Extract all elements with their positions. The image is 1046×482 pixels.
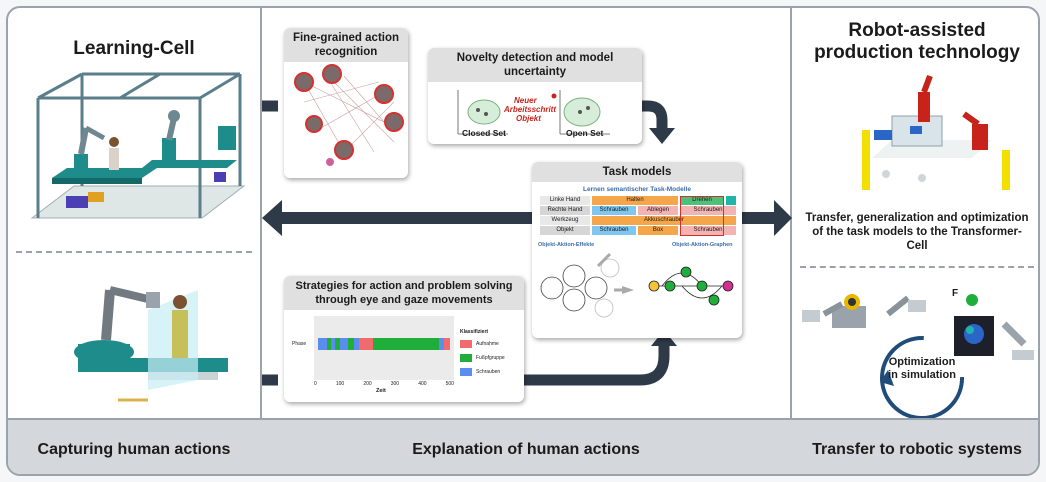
- task-table: Linke Hand Rechte Hand Werkzeug Objekt H…: [540, 196, 736, 236]
- row-label-tool: Werkzeug: [540, 216, 590, 225]
- loop-label: Optimization in simulation: [888, 356, 956, 381]
- footer-explanation: Explanation of human actions: [412, 441, 640, 458]
- novelty-new-label-2: Arbeitsschritt: [504, 105, 557, 114]
- gaze-x-ticks: 0 100 200 300 400 500: [314, 381, 454, 387]
- row-label-object: Objekt: [540, 226, 590, 235]
- action-graph-icon: [294, 64, 404, 166]
- cell-box: Box: [638, 226, 678, 235]
- cell-drehen: Drehen: [680, 196, 724, 205]
- cell-schrauben-1: Schrauben: [592, 206, 636, 215]
- gaze-bar: [318, 338, 450, 350]
- seg-9: [373, 338, 439, 350]
- cell-schrauben-3: Schrauben: [592, 226, 636, 235]
- cell-ablegen: Ablegen: [638, 206, 678, 215]
- open-set-label: Open Set: [566, 128, 604, 138]
- cell-akkuschrauber: Akkuschrauber: [592, 216, 736, 225]
- seg-2: [327, 338, 331, 350]
- transfer-divider: [800, 266, 1034, 268]
- gaze-plot: [314, 316, 454, 380]
- card-novelty: Novelty detection and model uncertainty …: [428, 48, 642, 144]
- card-strategies-title: Strategies for action and problem solvin…: [284, 276, 524, 310]
- legend-label: Fußpfgruppe: [476, 355, 505, 361]
- graph-right-label: Objekt-Aktion-Graphen: [672, 242, 733, 248]
- gaze-y-tick: Phase: [292, 341, 307, 347]
- cell-schrauben-4: Schrauben: [680, 226, 736, 235]
- legend-swatch: [460, 354, 472, 362]
- legend-swatch: [460, 340, 472, 348]
- gaze-legend: Klassifiziert Aufnahme Fußpfgruppe Schra…: [460, 328, 505, 376]
- gaze-x-label: Zeit: [376, 388, 386, 394]
- cell-schrauben-2: Schrauben: [680, 206, 736, 215]
- novelty-set-plot: [457, 90, 610, 135]
- seg-11: [443, 338, 450, 350]
- legend-item: Aufnahme: [460, 340, 505, 348]
- graph-left-label: Objekt-Aktion-Effekte: [538, 242, 595, 248]
- seg-5: [340, 338, 348, 350]
- transfer-title: Robot-assisted production technology: [814, 20, 1020, 63]
- footer-capturing: Capturing human actions: [37, 441, 231, 458]
- seg-8: [358, 338, 373, 350]
- arrow-head-right: [774, 200, 792, 236]
- simulation-illustration: [802, 294, 1034, 420]
- novelty-new-label-3: Objekt: [516, 114, 541, 123]
- legend-item: Schrauben: [460, 368, 505, 376]
- diagram-frame: Learning-Cell: [6, 6, 1040, 476]
- learning-cell-illustration: [30, 72, 246, 219]
- footer-bar: [8, 418, 1038, 474]
- transformer-cell-illustration: [862, 74, 1010, 190]
- x-tick: 500: [445, 381, 454, 387]
- legend-title: Klassifiziert: [460, 329, 489, 335]
- card-novelty-title: Novelty detection and model uncertainty: [428, 48, 642, 82]
- card-task-models-title: Task models: [532, 162, 742, 182]
- x-tick: 200: [363, 381, 372, 387]
- novelty-new-label-1: Neuer: [514, 96, 537, 105]
- row-label-left-hand: Linke Hand: [540, 196, 590, 205]
- transfer-column: Robot-assisted production technology Tra…: [792, 8, 1038, 474]
- loop-arrow-head: [880, 370, 894, 386]
- transfer-subtitle: Transfer, generalization and optimizatio…: [805, 212, 1029, 252]
- footer-transfer: Transfer to robotic systems: [812, 441, 1022, 458]
- x-tick: 0: [314, 381, 317, 387]
- arrow-head-left: [262, 200, 282, 236]
- cell-teal: [726, 196, 736, 205]
- force-label: F: [952, 288, 959, 299]
- capturing-column: Learning-Cell: [8, 8, 262, 474]
- seg-10: [439, 338, 444, 350]
- closed-set-label: Closed Set: [462, 128, 506, 138]
- task-chart-title: Lernen semantischer Task-Modelle: [583, 186, 691, 193]
- card-fine-grained-title: Fine-grained action recognition: [284, 28, 408, 62]
- row-label-right-hand: Rechte Hand: [540, 206, 590, 215]
- card-task-models: Task models Lernen semantischer Task-Mod…: [532, 162, 742, 338]
- legend-label: Aufnahme: [476, 341, 499, 347]
- x-tick: 100: [335, 381, 345, 387]
- task-graphs: [540, 252, 734, 318]
- x-tick: 400: [418, 381, 427, 387]
- card-strategies: Strategies for action and problem solvin…: [284, 276, 524, 402]
- legend-item: Fußpfgruppe: [460, 354, 505, 362]
- cell-halten: Halten: [592, 196, 678, 205]
- learning-cell-title: Learning-Cell: [73, 38, 195, 59]
- table-highlight: [680, 196, 724, 236]
- arrow-head-down: [649, 128, 675, 144]
- worker-robot-illustration: [74, 286, 228, 402]
- explanation-column: Fine-grained action recognition Novelty …: [262, 8, 792, 474]
- card-fine-grained: Fine-grained action recognition: [284, 28, 408, 178]
- seg-4: [335, 338, 340, 350]
- x-tick: 300: [390, 381, 400, 387]
- legend-swatch: [460, 368, 472, 376]
- seg-3: [330, 338, 336, 350]
- seg-7: [354, 338, 359, 350]
- capturing-divider: [16, 251, 252, 253]
- seg-6: [347, 338, 355, 350]
- seg-1: [318, 338, 328, 350]
- legend-label: Schrauben: [476, 369, 501, 375]
